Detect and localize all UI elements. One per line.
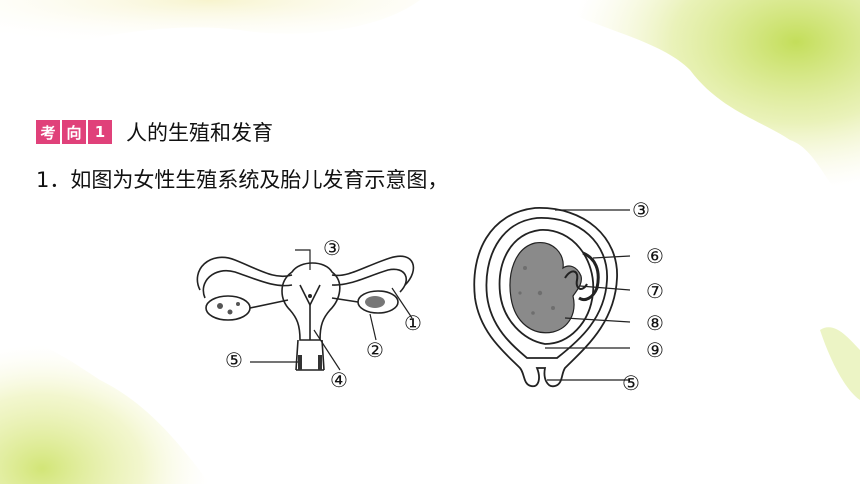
- right-label-9: ⑨: [646, 338, 664, 362]
- section-tag: 1: [88, 120, 112, 144]
- left-label-4: ④: [330, 368, 348, 392]
- left-label-2: ②: [366, 338, 384, 362]
- right-label-6: ⑥: [646, 244, 664, 268]
- section-tag: 考: [36, 120, 60, 144]
- left-label-1: ①: [404, 311, 422, 335]
- right-label-8: ⑧: [646, 311, 664, 335]
- right-label-5: ⑤: [622, 371, 640, 395]
- section-header: 考 向 1 人的生殖和发育: [36, 118, 273, 146]
- right-label-7: ⑦: [646, 279, 664, 303]
- fetus-development-diagram: [473, 207, 631, 388]
- female-reproductive-system-diagram: [196, 249, 415, 371]
- left-label-5: ⑤: [225, 348, 243, 372]
- left-label-3: ③: [323, 236, 341, 260]
- section-title: 人的生殖和发育: [126, 121, 273, 145]
- right-label-3: ③: [632, 198, 650, 222]
- section-tag: 向: [62, 120, 86, 144]
- question-text: 1．如图为女性生殖系统及胎儿发育示意图，: [36, 168, 449, 192]
